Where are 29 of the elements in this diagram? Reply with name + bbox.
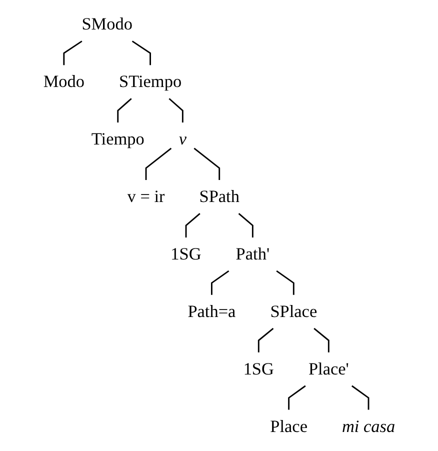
- connector: [116, 98, 132, 123]
- connector: [288, 385, 306, 410]
- node-text: Place: [270, 416, 308, 436]
- connector: [185, 212, 200, 238]
- connector: [351, 385, 370, 410]
- connector: [258, 328, 274, 352]
- node-text: Modo: [43, 72, 84, 91]
- connector: [145, 148, 172, 180]
- node-text: v = ir: [127, 186, 165, 206]
- connector: [132, 40, 151, 66]
- node-text: mi casa: [342, 416, 395, 436]
- node-text: SPath: [199, 186, 240, 206]
- node-text: 1SG: [170, 244, 202, 264]
- node-text: v: [178, 129, 186, 148]
- connector: [194, 148, 220, 180]
- connector: [210, 270, 229, 295]
- node-text: Place': [308, 359, 349, 378]
- node-text: SPlace: [270, 302, 317, 321]
- node-text: SModo: [82, 14, 132, 34]
- node-text: 1SG: [243, 359, 274, 378]
- connector: [168, 98, 184, 123]
- connector: [238, 212, 254, 238]
- node-text: Path=a: [187, 302, 236, 321]
- connector: [276, 270, 294, 295]
- connector: [63, 40, 82, 66]
- connector: [313, 328, 330, 352]
- node-text: Tiempo: [91, 129, 144, 148]
- node-text: STiempo: [118, 72, 182, 91]
- node-text: Path': [236, 244, 270, 264]
